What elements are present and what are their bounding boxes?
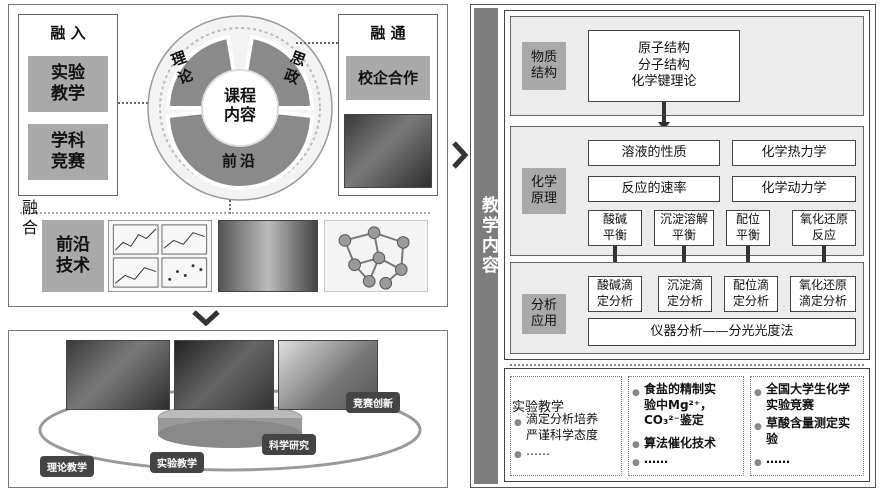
method-coordination-titration: 配位滴 定分析 [724, 276, 778, 312]
circle-center-label: 课程 内容 [223, 86, 256, 125]
rongru-item-experiment: 实验 教学 [28, 56, 108, 112]
chevron-right-icon [452, 141, 469, 169]
practice-col-2-item-1: 食盐的精制实 验中Mg²⁺， CO₃²⁻鉴定 [644, 382, 717, 428]
meeting-photo [344, 114, 432, 188]
practice-col-1-item-1: 滴定分析培养 严谨科学态度 [526, 412, 599, 442]
ronghe-label: 融 合 [22, 198, 39, 237]
chevron-down-icon [192, 310, 220, 326]
rongru-item-competition: 学科 竞赛 [28, 124, 108, 180]
teaching-content-bar [474, 8, 498, 484]
eq-acid-base: 酸碱 平衡 [588, 210, 642, 246]
classroom-photo [66, 340, 170, 410]
structure-label: 物质 结构 [522, 42, 566, 90]
lab-photo [174, 340, 274, 410]
instrument-analysis: 仪器分析——分光光度法 [588, 318, 856, 346]
topic-kinetics: 化学动力学 [732, 176, 856, 202]
method-acid-base-titration: 酸碱滴 定分析 [588, 276, 642, 312]
practice-col-2-item-3: …… [644, 452, 668, 466]
topic-solution-properties: 溶液的性质 [588, 140, 720, 166]
principle-label: 化学 原理 [522, 168, 566, 214]
practice-col-2-bullet-3: ● [632, 458, 640, 468]
eq-precipitation: 沉淀溶解 平衡 [654, 210, 714, 246]
practice-col-3-item-3: …… [766, 452, 790, 466]
structure-content: 原子结构 分子结构 化学键理论 [588, 30, 740, 102]
label-competition-innovation: 竞赛创新 [346, 392, 400, 413]
instrument-photo [218, 220, 318, 292]
practice-col-2-bullet-2: ● [632, 440, 640, 450]
connector-bottom [20, 212, 430, 214]
arrow-shaft-1 [662, 102, 666, 124]
practice-col-3-bullet-1: ● [754, 388, 762, 398]
frontier-tech-box: 前沿 技术 [42, 220, 104, 292]
rongtong-title: 融 通 [370, 24, 406, 42]
label-theory-teaching: 理论教学 [40, 456, 94, 477]
right-inner-frame [504, 10, 870, 360]
method-redox-titration: 氧化还原 滴定分析 [790, 276, 856, 312]
practice-col-3-item-1: 全国大学生化学 实验竞赛 [766, 382, 851, 412]
arrow-shaft-2a [613, 246, 617, 268]
practice-col-2-item-2: 算法催化技术 [644, 436, 717, 450]
practice-col-1-item-2: …… [526, 444, 550, 458]
practice-col-3 [750, 376, 864, 476]
arrow-shaft-2c [746, 246, 750, 268]
practice-col-3-item-2: 草酸含量测定实 验 [766, 416, 851, 446]
eq-coordination: 配位 平衡 [726, 210, 770, 246]
arrow-shaft-2b [682, 246, 686, 268]
connector-right [296, 42, 338, 44]
topic-thermodynamics: 化学热力学 [732, 140, 856, 166]
practice-col-3-bullet-3: ● [754, 458, 762, 468]
segment-frontier [165, 105, 315, 190]
label-experiment-teaching: 实验教学 [150, 452, 204, 473]
connector-left [118, 102, 148, 104]
practice-col-2 [628, 376, 744, 476]
practice-connector [510, 364, 864, 366]
label-scientific-research: 科学研究 [262, 434, 316, 455]
practice-col-1-bullet-2: ● [514, 450, 522, 460]
molecule-image [324, 220, 428, 292]
chart-thumbnail [108, 220, 212, 292]
rongru-title: 融 入 [50, 24, 86, 42]
topic-reaction-rate: 反应的速率 [588, 176, 720, 202]
practice-col-3-bullet-2: ● [754, 422, 762, 432]
practice-col-1-title: 实验教学 [512, 400, 565, 415]
arrow-shaft-2d [822, 246, 826, 268]
practice-frame [504, 368, 870, 482]
segment-frontier-label: 前沿 [221, 152, 258, 170]
application-label: 分析 应用 [522, 294, 566, 334]
practice-col-1-bullet-1: ● [514, 418, 522, 428]
teaching-content-title: 教学内容 [478, 196, 498, 276]
eq-redox: 氧化还原 反应 [792, 210, 856, 246]
course-circle [147, 15, 333, 201]
connector-down [229, 200, 231, 214]
practice-col-1 [510, 376, 622, 476]
method-precipitation-titration: 沉淀滴 定分析 [658, 276, 712, 312]
rongtong-item-school-enterprise: 校企合作 [346, 56, 430, 100]
practice-col-2-bullet-1: ● [632, 388, 640, 398]
